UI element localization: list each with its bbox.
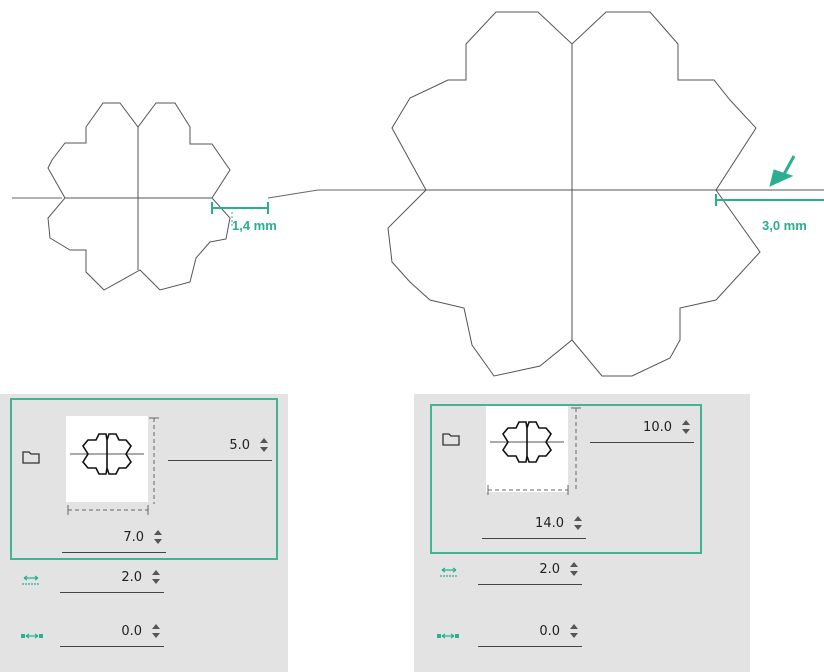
clover-design-large[interactable] [387,11,761,377]
dimension-marker-small [211,202,269,226]
spacing-spinner[interactable] [568,559,580,579]
width-input[interactable]: 14.0 [482,512,586,539]
folder-icon[interactable] [442,432,460,451]
clover-thumbnail-left[interactable] [66,416,148,502]
spacing-input[interactable]: 2.0 [478,558,582,585]
offset-spinner[interactable] [150,621,162,641]
clover-icon [490,421,564,463]
clover-design-small[interactable] [47,102,231,291]
height-value: 10.0 [643,420,672,435]
height-spinner[interactable] [680,417,692,437]
stitch-connection-line [12,189,426,199]
design-canvas[interactable] [0,0,824,394]
size-settings-panel-right: 10.0 14.0 2.0 0.0 [414,394,750,672]
width-dimension-guide [67,505,149,515]
dimension-label-large: 3,0 mm [762,218,807,233]
offset-input[interactable]: 0.0 [60,620,164,647]
width-input[interactable]: 7.0 [62,526,166,553]
size-settings-panel-left: 5.0 7.0 2.0 0.0 [0,394,288,672]
height-value: 5.0 [229,438,250,453]
offset-icon [436,628,460,646]
clover-icon [70,433,144,475]
offset-spinner[interactable] [568,621,580,641]
width-spinner[interactable] [152,527,164,547]
horizontal-spacing-icon [20,574,42,592]
offset-value: 0.0 [121,624,142,639]
dimension-marker-large [715,189,824,206]
size-frame-right: 10.0 14.0 [430,404,702,554]
offset-value: 0.0 [539,624,560,639]
horizontal-spacing-icon [438,566,460,584]
size-frame-left: 5.0 7.0 [10,398,278,560]
offset-input[interactable]: 0.0 [478,620,582,647]
height-dimension-guide [571,407,581,490]
offset-icon [20,628,44,646]
spacing-spinner[interactable] [150,567,162,587]
width-spinner[interactable] [572,513,584,533]
height-dimension-guide [149,417,159,504]
dimension-label-small: 1,4 mm [232,218,277,233]
height-spinner[interactable] [258,435,270,455]
folder-icon[interactable] [22,450,40,469]
width-dimension-guide [487,485,569,495]
height-input[interactable]: 5.0 [168,434,272,461]
height-input[interactable]: 10.0 [590,416,694,443]
spacing-value: 2.0 [121,570,142,585]
width-value: 14.0 [535,516,564,531]
spacing-input[interactable]: 2.0 [60,566,164,593]
spacing-value: 2.0 [539,562,560,577]
pointer-arrow-icon [769,155,796,187]
clover-thumbnail-right[interactable] [486,406,568,492]
width-value: 7.0 [123,530,144,545]
